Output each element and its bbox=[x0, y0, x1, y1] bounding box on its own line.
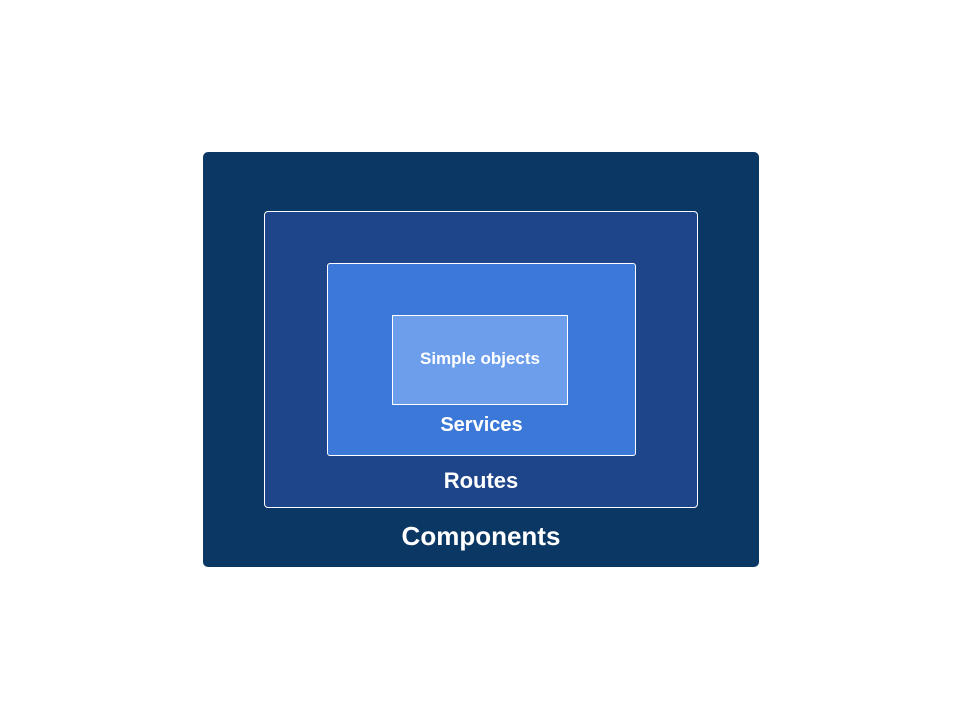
routes-label: Routes bbox=[443, 468, 519, 493]
simple-objects-layer: Simple objects bbox=[392, 315, 568, 405]
services-label: Services bbox=[440, 414, 523, 436]
components-label: Components bbox=[401, 521, 561, 551]
simple-objects-label: Simple objects bbox=[420, 349, 540, 368]
